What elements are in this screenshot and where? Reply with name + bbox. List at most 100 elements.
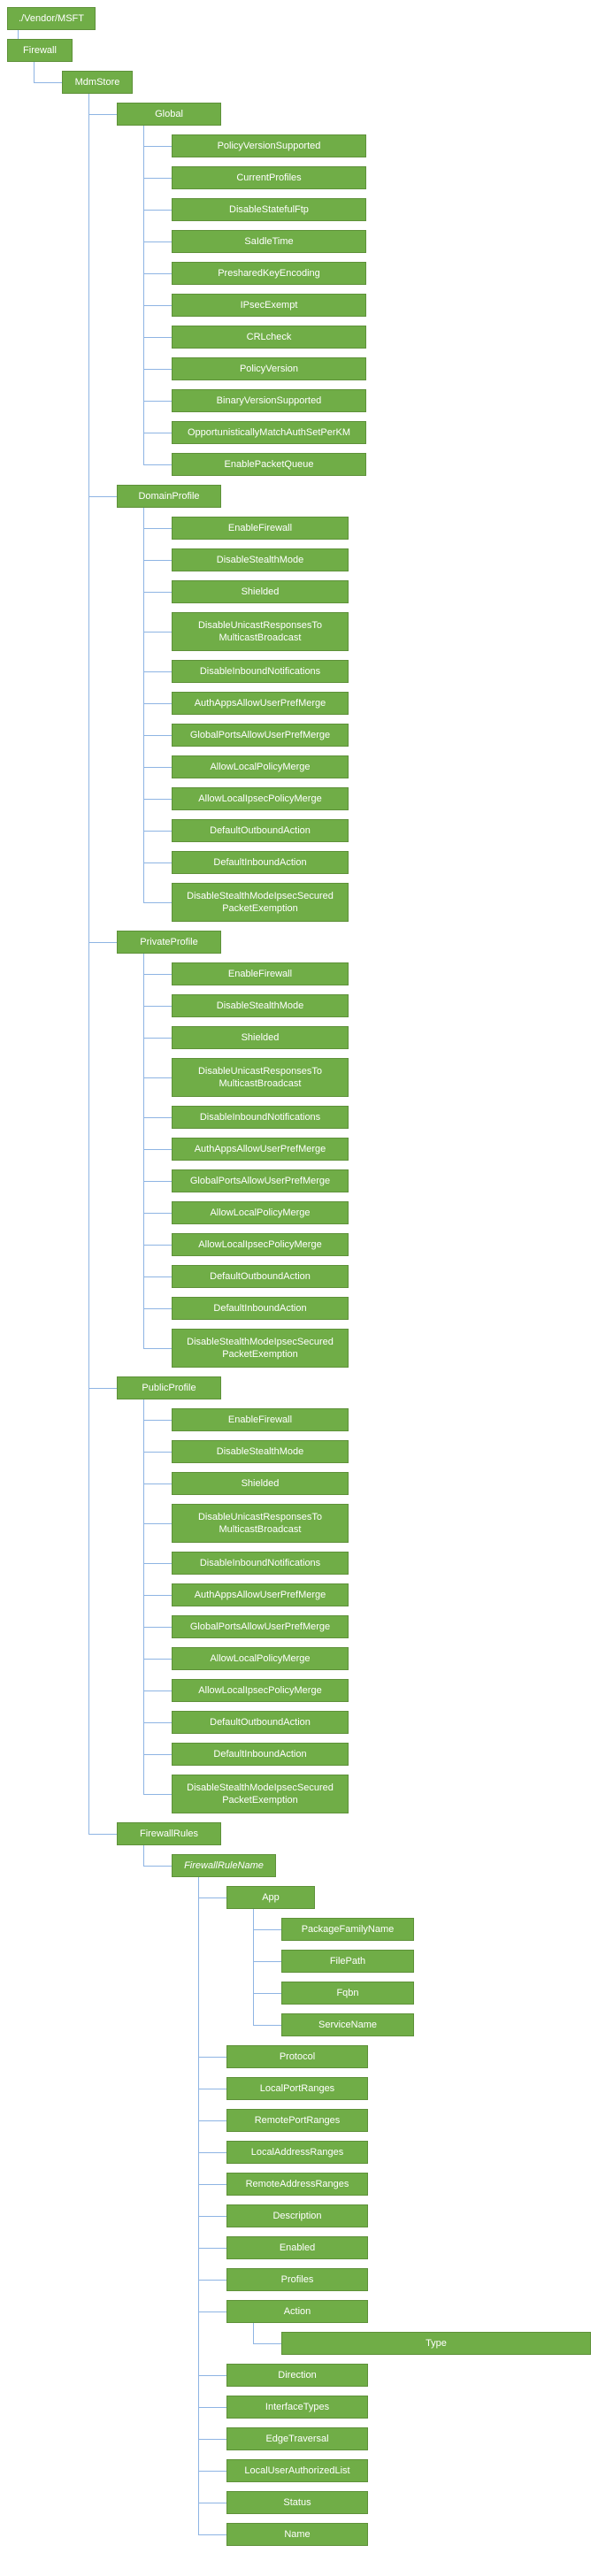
tree-node-DisableStealthModeIpsecSecuredPacketExemption: DisableStealthModeIpsecSecured PacketExe… <box>172 1329 349 1368</box>
tree-node-CurrentProfiles: CurrentProfiles <box>172 166 366 189</box>
tree-node-GlobalPortsAllowUserPrefMerge: GlobalPortsAllowUserPrefMerge <box>172 1615 349 1638</box>
tree-node-DisableStealthModeIpsecSecuredPacketExemption: DisableStealthModeIpsecSecured PacketExe… <box>172 883 349 922</box>
connector-line <box>198 2280 226 2281</box>
tree-node-Shielded: Shielded <box>172 1472 349 1495</box>
tree-node-PolicyVersion: PolicyVersion <box>172 357 366 380</box>
tree-node-EnablePacketQueue: EnablePacketQueue <box>172 453 366 476</box>
tree-node-GlobalPortsAllowUserPrefMerge: GlobalPortsAllowUserPrefMerge <box>172 724 349 747</box>
connector-line <box>198 2057 226 2058</box>
tree-node-PublicProfile: PublicProfile <box>117 1376 221 1399</box>
tree-node-Action: Action <box>226 2300 368 2323</box>
tree-node-DisableUnicastResponsesToMulticastBroadcast: DisableUnicastResponsesTo MulticastBroad… <box>172 1058 349 1097</box>
connector-line <box>143 799 172 800</box>
connector-line <box>143 1722 172 1723</box>
connector-line <box>143 1845 144 1867</box>
connector-line <box>143 1452 172 1453</box>
tree-node-App: App <box>226 1886 315 1909</box>
tree-node-Protocol: Protocol <box>226 2045 368 2068</box>
tree-node-FirewallRuleName: FirewallRuleName <box>172 1854 276 1877</box>
tree-node-PolicyVersionSupported: PolicyVersionSupported <box>172 134 366 157</box>
tree-node-AllowLocalPolicyMerge: AllowLocalPolicyMerge <box>172 1647 349 1670</box>
connector-line <box>143 862 172 863</box>
tree-node-DisableInboundNotifications: DisableInboundNotifications <box>172 1106 349 1129</box>
connector-line <box>253 2343 281 2344</box>
tree-node-FirewallRules: FirewallRules <box>117 1822 221 1845</box>
connector-line <box>143 1308 172 1309</box>
tree-node-Name: Name <box>226 2523 368 2546</box>
connector-line <box>143 1690 172 1691</box>
connector-line <box>18 30 19 39</box>
connector-line <box>143 954 144 1349</box>
connector-line <box>143 1659 172 1660</box>
tree-node-LocalAddressRanges: LocalAddressRanges <box>226 2141 368 2164</box>
tree-node-ServiceName: ServiceName <box>281 2013 414 2036</box>
connector-line <box>198 2534 226 2535</box>
tree-node-AllowLocalIpsecPolicyMerge: AllowLocalIpsecPolicyMerge <box>172 1233 349 1256</box>
tree-node-EnableFirewall: EnableFirewall <box>172 517 349 540</box>
connector-line <box>143 1523 172 1524</box>
tree-node-EnableFirewall: EnableFirewall <box>172 962 349 985</box>
connector-line <box>198 2439 226 2440</box>
connector-line <box>143 1213 172 1214</box>
connector-line <box>143 703 172 704</box>
tree-node-EdgeTraversal: EdgeTraversal <box>226 2427 368 2450</box>
connector-line <box>143 369 172 370</box>
connector-line <box>143 1563 172 1564</box>
tree-node-Shielded: Shielded <box>172 1026 349 1049</box>
connector-line <box>143 1794 172 1795</box>
connector-line <box>253 1961 281 1962</box>
tree-node-CRLcheck: CRLcheck <box>172 326 366 349</box>
connector-line <box>143 560 172 561</box>
tree-node-DomainProfile: DomainProfile <box>117 485 221 508</box>
connector-line <box>143 1006 172 1007</box>
connector-line <box>143 1181 172 1182</box>
connector-line <box>143 178 172 179</box>
connector-line <box>143 1595 172 1596</box>
tree-node-DisableStealthMode: DisableStealthMode <box>172 994 349 1017</box>
connector-line <box>143 1276 172 1277</box>
tree-node-RemotePortRanges: RemotePortRanges <box>226 2109 368 2132</box>
connector-line <box>143 1754 172 1755</box>
tree-node-AuthAppsAllowUserPrefMerge: AuthAppsAllowUserPrefMerge <box>172 1138 349 1161</box>
connector-line <box>143 305 172 306</box>
connector-line <box>34 62 35 83</box>
tree-node-AllowLocalPolicyMerge: AllowLocalPolicyMerge <box>172 1201 349 1224</box>
tree-node-AllowLocalPolicyMerge: AllowLocalPolicyMerge <box>172 755 349 778</box>
tree-node-LocalUserAuthorizedList: LocalUserAuthorizedList <box>226 2459 368 2482</box>
connector-line <box>253 2025 281 2026</box>
tree-node-DisableStealthMode: DisableStealthMode <box>172 548 349 571</box>
connector-line <box>88 94 89 1835</box>
connector-line <box>143 974 172 975</box>
connector-line <box>143 126 144 465</box>
tree-node-Type: Type <box>281 2332 591 2355</box>
tree-node-DisableStealthModeIpsecSecuredPacketExemption: DisableStealthModeIpsecSecured PacketExe… <box>172 1775 349 1813</box>
tree-node-DefaultOutboundAction: DefaultOutboundAction <box>172 819 349 842</box>
tree-node-PrivateProfile: PrivateProfile <box>117 931 221 954</box>
connector-line <box>198 2471 226 2472</box>
tree-node-EnableFirewall: EnableFirewall <box>172 1408 349 1431</box>
tree-node-GlobalPortsAllowUserPrefMerge: GlobalPortsAllowUserPrefMerge <box>172 1169 349 1192</box>
tree-node-Firewall: Firewall <box>7 39 73 62</box>
tree-node-AllowLocalIpsecPolicyMerge: AllowLocalIpsecPolicyMerge <box>172 787 349 810</box>
tree-node-Shielded: Shielded <box>172 580 349 603</box>
connector-line <box>198 2375 226 2376</box>
tree-node-DisableUnicastResponsesToMulticastBroadcast: DisableUnicastResponsesTo MulticastBroad… <box>172 612 349 651</box>
tree-node-DisableInboundNotifications: DisableInboundNotifications <box>172 660 349 683</box>
tree-node-IPsecExempt: IPsecExempt <box>172 294 366 317</box>
connector-line <box>143 528 172 529</box>
connector-line <box>143 508 144 903</box>
tree-node-AuthAppsAllowUserPrefMerge: AuthAppsAllowUserPrefMerge <box>172 1583 349 1606</box>
connector-line <box>143 902 172 903</box>
connector-line <box>88 496 117 497</box>
connector-line <box>198 2184 226 2185</box>
connector-line <box>143 210 172 211</box>
tree-node-Fqbn: Fqbn <box>281 1982 414 2005</box>
tree-node-DisableUnicastResponsesToMulticastBroadcast: DisableUnicastResponsesTo MulticastBroad… <box>172 1504 349 1543</box>
connector-line <box>143 464 172 465</box>
connector-line <box>198 2407 226 2408</box>
connector-line <box>143 831 172 832</box>
tree-node-Profiles: Profiles <box>226 2268 368 2291</box>
tree-node-PackageFamilyName: PackageFamilyName <box>281 1918 414 1941</box>
connector-line <box>143 1627 172 1628</box>
